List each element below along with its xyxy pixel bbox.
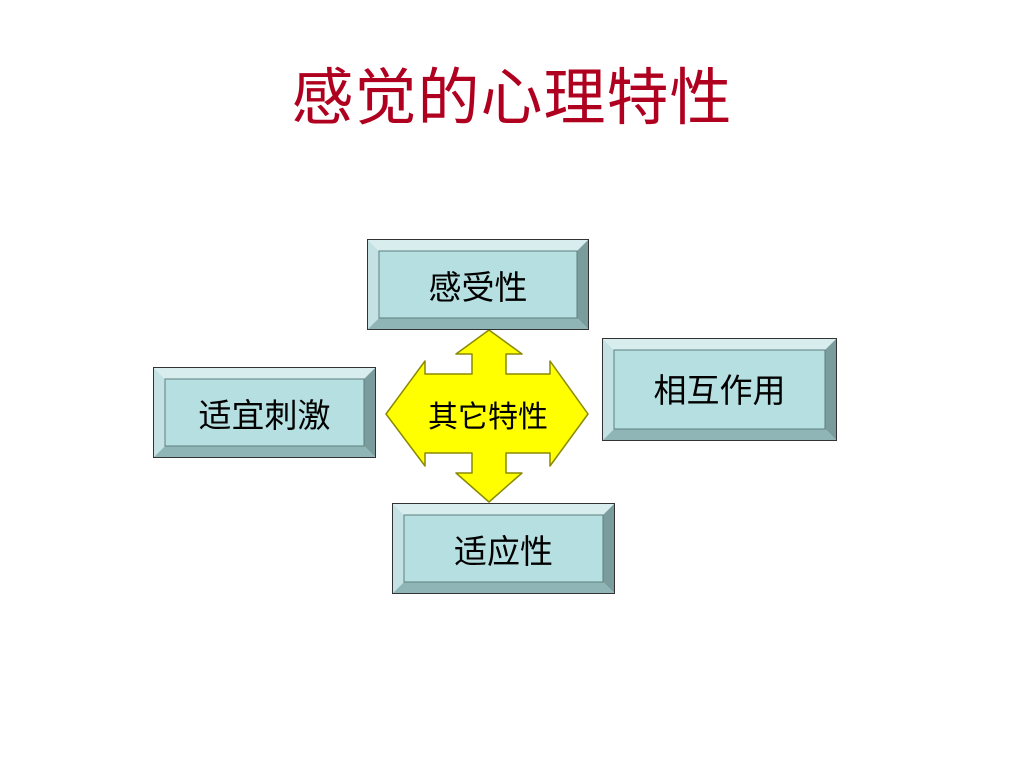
box-top: 感受性 xyxy=(367,239,589,330)
box-bottom-bevel xyxy=(393,504,614,593)
box-right-label: 相互作用 xyxy=(653,371,786,410)
box-top-label: 感受性 xyxy=(428,267,528,307)
four-way-arrow-shape xyxy=(385,329,589,503)
box-bottom: 适应性 xyxy=(392,503,615,594)
box-right: 相互作用 xyxy=(602,338,837,441)
box-right-bevel xyxy=(603,339,836,440)
slide-title: 感觉的心理特性 xyxy=(291,61,733,134)
box-bottom-label: 适应性 xyxy=(454,531,553,571)
box-left-label: 适宜刺激 xyxy=(198,395,331,435)
box-left-bevel xyxy=(154,368,375,457)
box-top-bevel xyxy=(368,240,588,329)
box-left: 适宜刺激 xyxy=(153,367,376,458)
center-label: 其它特性 xyxy=(428,400,548,435)
